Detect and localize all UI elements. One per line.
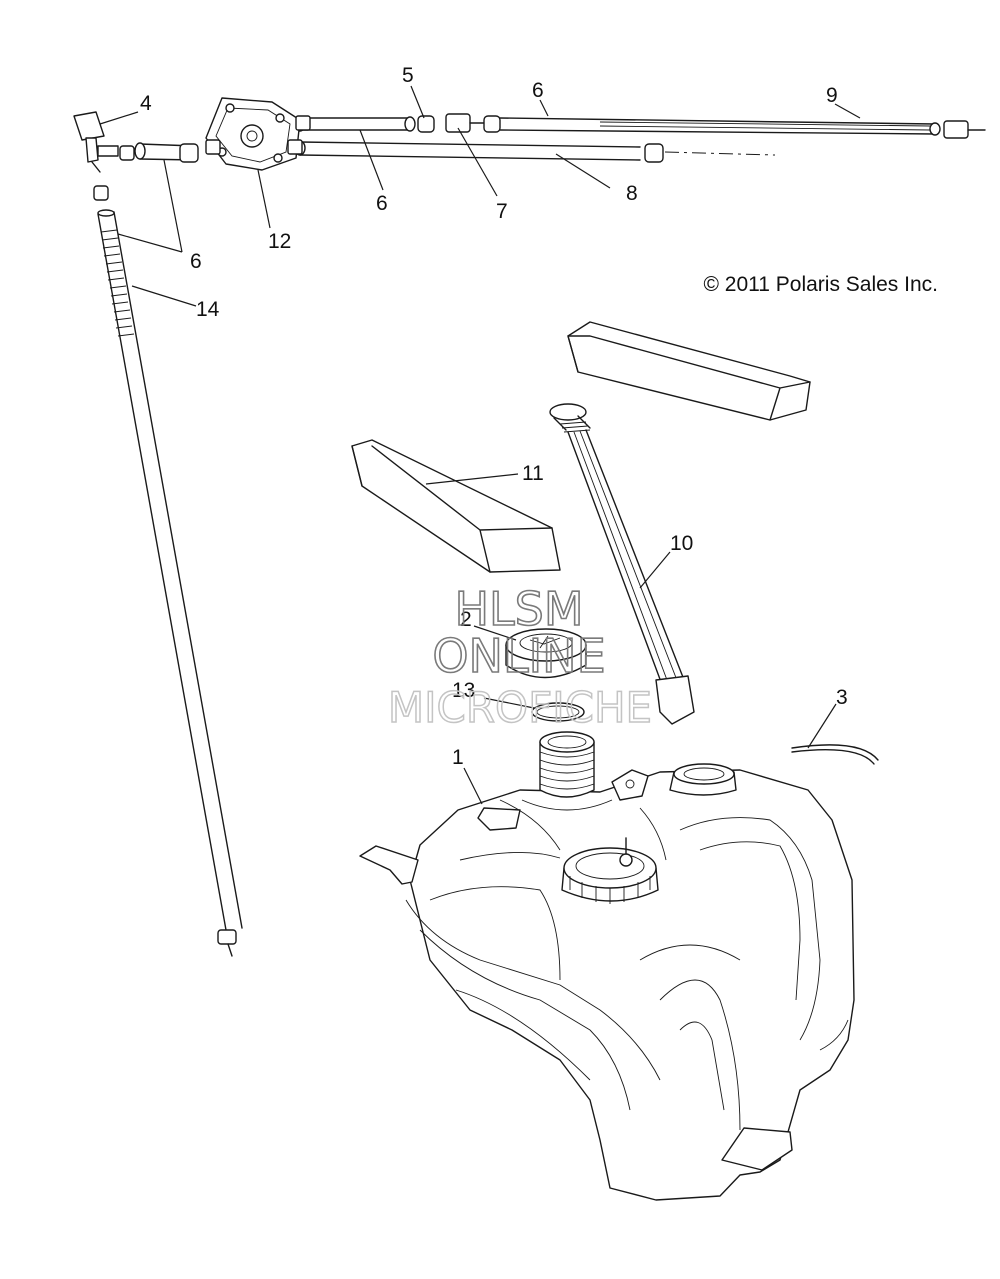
callout-14: 14 — [196, 298, 220, 321]
vent-hose — [97, 209, 243, 957]
foam-pad-left — [351, 439, 561, 573]
callout-12: 12 — [268, 230, 291, 253]
callout-6-top: 6 — [532, 79, 544, 102]
callout-7: 7 — [496, 200, 508, 223]
watermark: HLSM ONLINE MICROFICHE — [387, 581, 653, 733]
fuel-cap — [505, 628, 587, 679]
callout-2: 2 — [460, 608, 472, 631]
leader-lines — [99, 85, 861, 805]
callout-5: 5 — [402, 64, 414, 87]
callout-13: 13 — [452, 679, 475, 702]
foam-pad-upper — [567, 321, 811, 421]
callout-3: 3 — [836, 686, 848, 709]
callout-4: 4 — [140, 92, 152, 115]
callout-11: 11 — [522, 462, 544, 485]
vent-line — [791, 744, 879, 765]
callout-numbers: 4 5 6 9 6 7 8 12 6 14 11 10 2 13 3 1 — [140, 64, 848, 769]
copyright-notice: © 2011 Polaris Sales Inc. — [703, 273, 938, 296]
fuel-tank — [359, 731, 855, 1201]
callout-10: 10 — [670, 532, 693, 555]
o-ring — [531, 702, 585, 722]
callout-1: 1 — [452, 746, 464, 769]
callout-8: 8 — [626, 182, 638, 205]
callout-6-mid: 6 — [376, 192, 388, 215]
fuel-sender — [549, 403, 695, 725]
callout-9: 9 — [826, 84, 838, 107]
fuel-line-assembly — [73, 97, 986, 201]
watermark-line1: HLSM — [454, 582, 583, 636]
watermark-line2: ONLINE — [432, 629, 605, 683]
callout-6-left: 6 — [190, 250, 202, 273]
watermark-line3: MICROFICHE — [388, 683, 652, 732]
